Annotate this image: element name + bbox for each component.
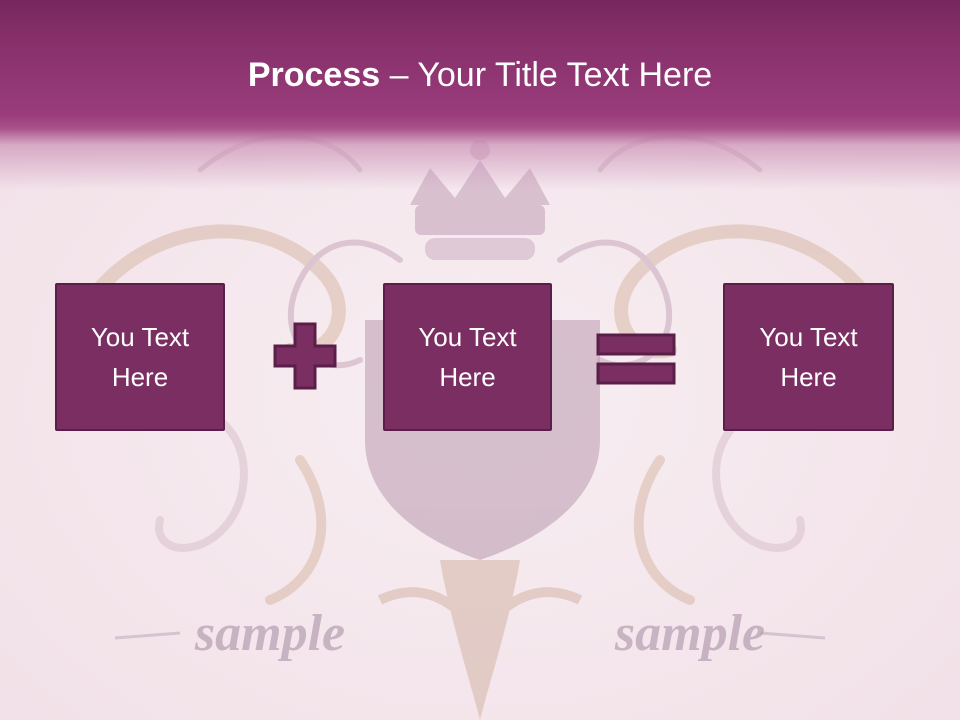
watermark-right: sample xyxy=(614,605,765,662)
title-bold-part: Process xyxy=(247,56,381,94)
process-box-3-text: You Text Here xyxy=(759,322,858,392)
plus-icon xyxy=(273,322,337,390)
process-box-1[interactable]: You Text Here xyxy=(55,283,225,431)
title-rest-part: – Your Title Text Here xyxy=(380,56,713,94)
process-box-2[interactable]: You Text Here xyxy=(383,283,552,431)
process-box-2-text: You Text Here xyxy=(418,322,517,392)
process-box-1-text: You Text Here xyxy=(90,322,190,392)
slide-title[interactable]: Process – Your Title Text Here xyxy=(0,52,960,98)
title-banner xyxy=(0,0,960,190)
process-box-3[interactable]: You Text Here xyxy=(723,283,894,431)
watermark-left: sample xyxy=(194,605,345,662)
equals-icon xyxy=(596,333,676,385)
